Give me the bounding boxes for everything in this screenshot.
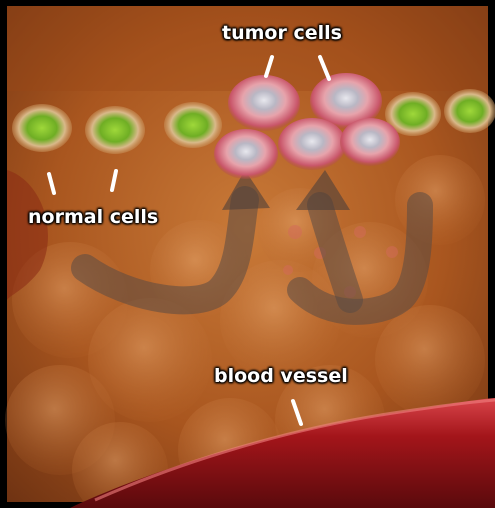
normal-cells-label: normal cells	[28, 206, 158, 228]
blood-vessel-label: blood vessel	[214, 365, 348, 387]
tumor-cells-label: tumor cells	[222, 22, 342, 44]
